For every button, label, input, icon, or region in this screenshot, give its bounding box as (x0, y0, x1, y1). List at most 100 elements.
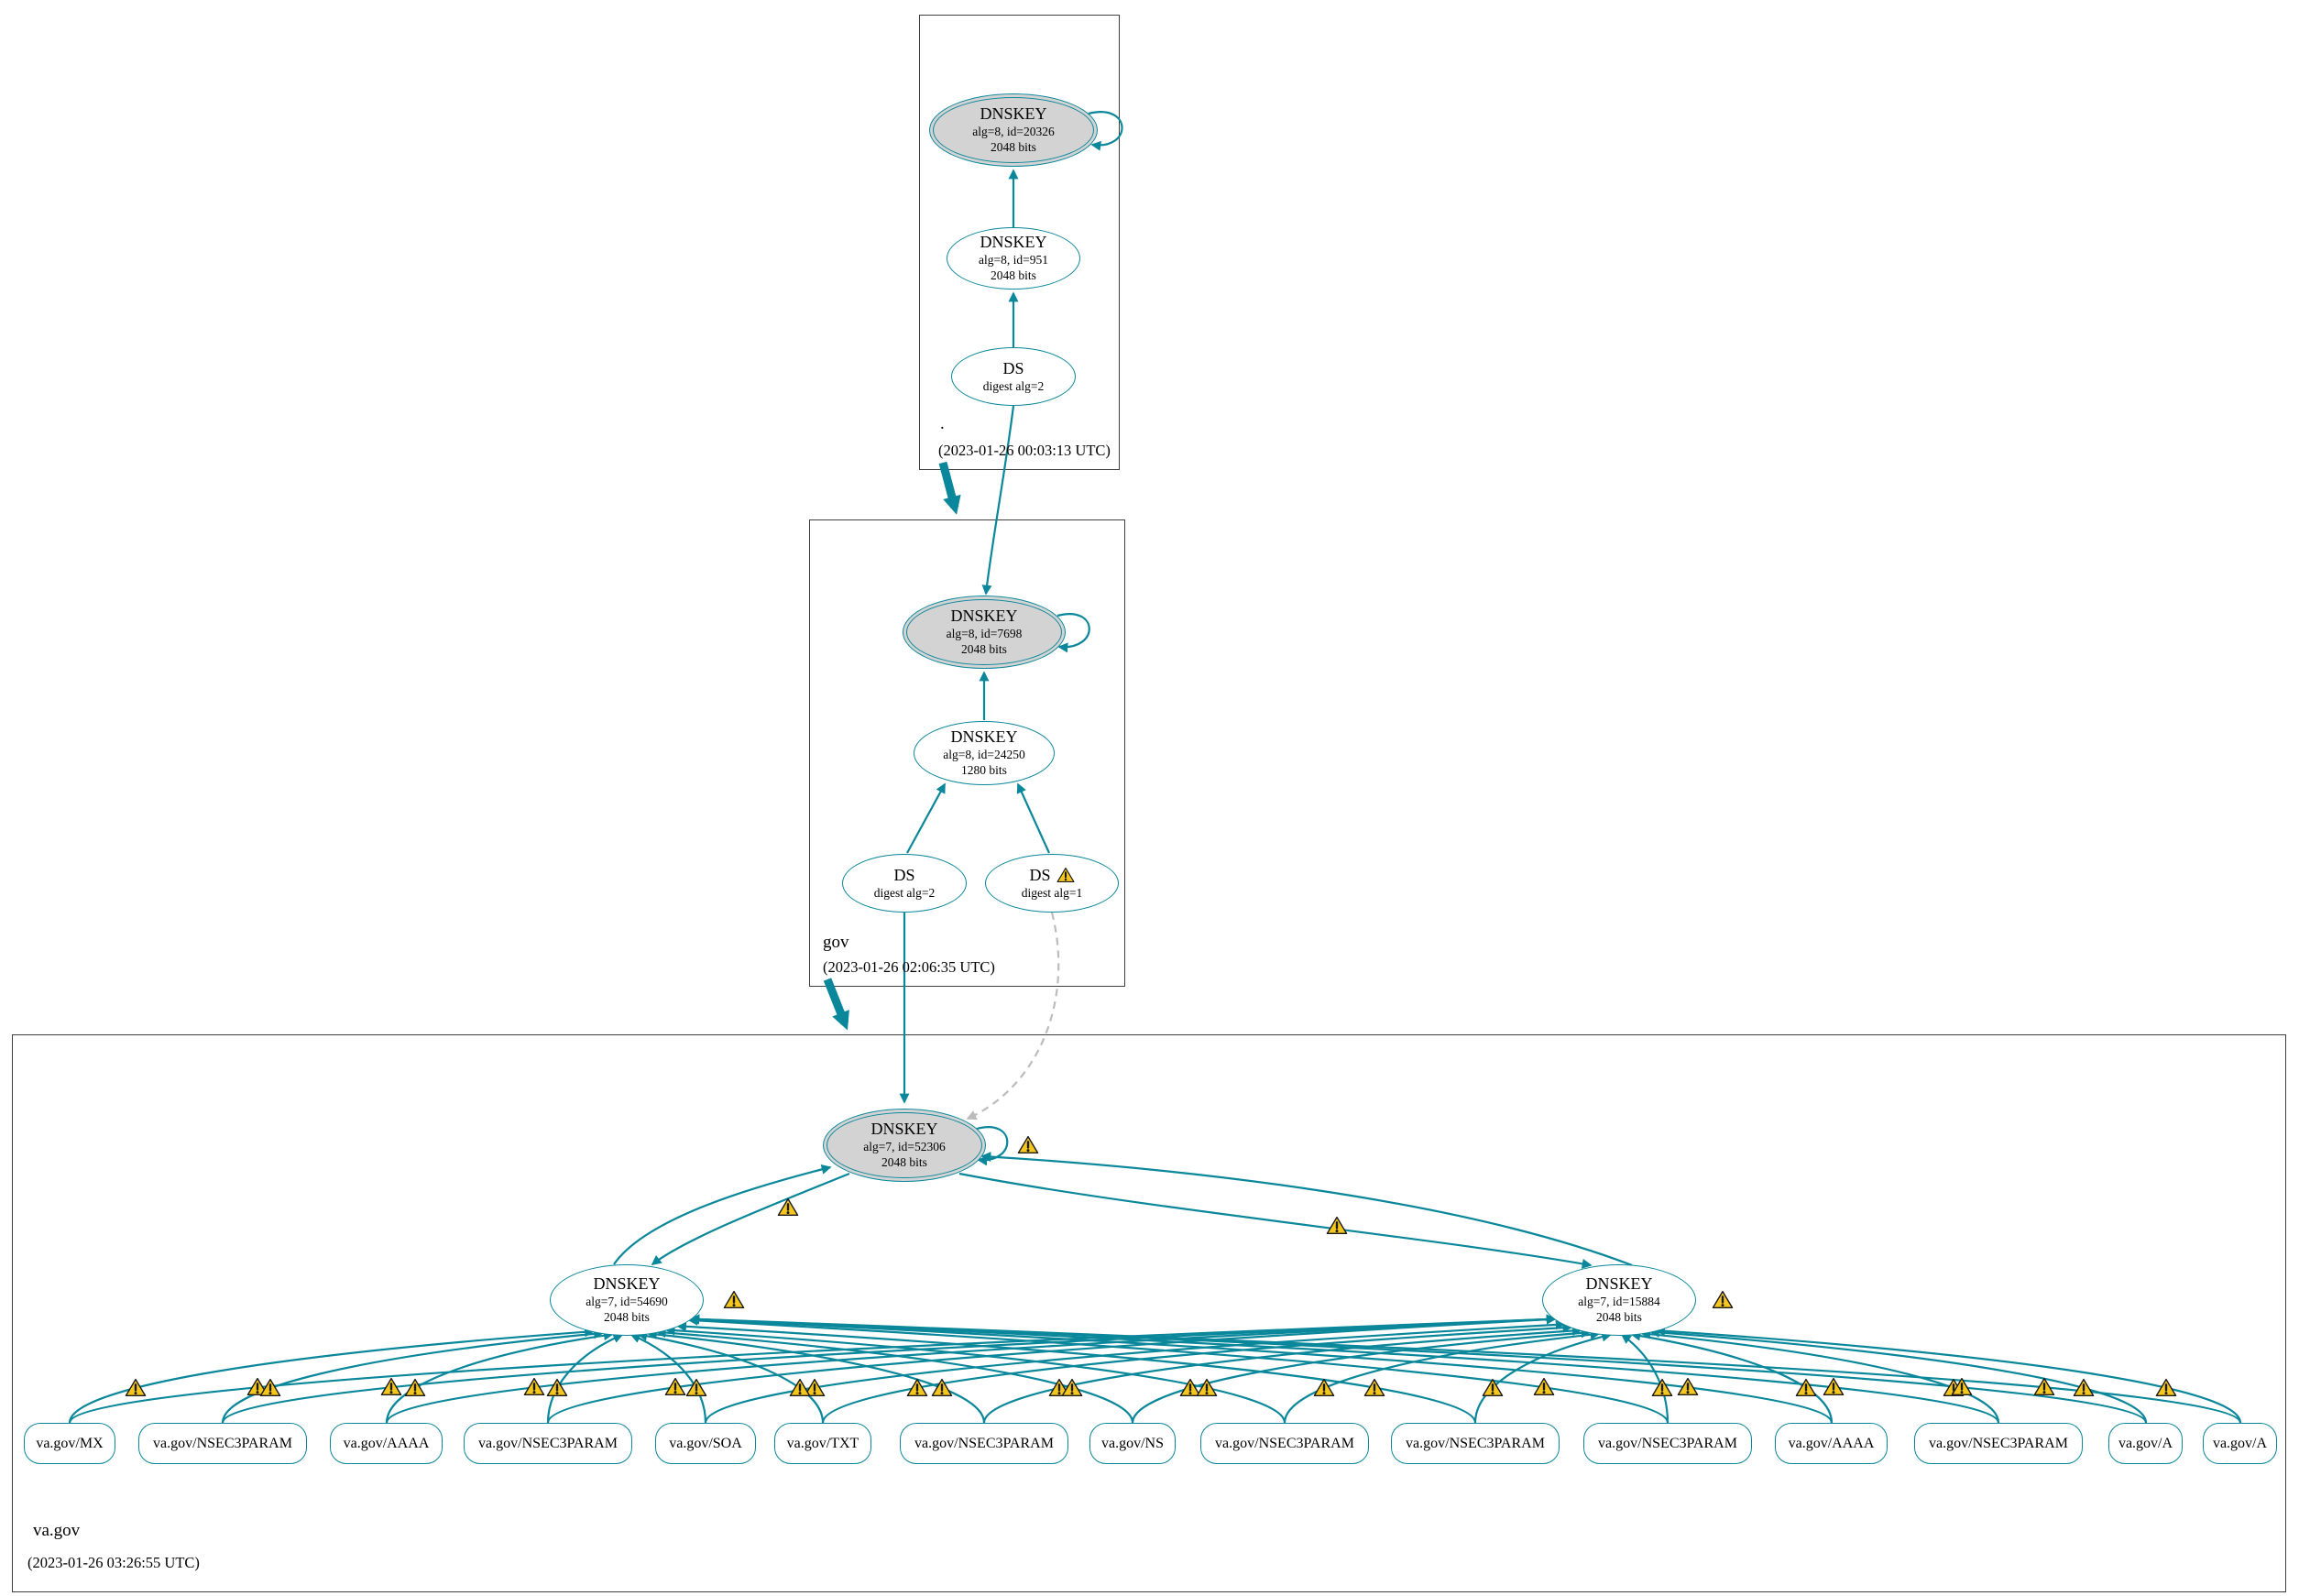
self-loop-edge (1088, 111, 1123, 151)
warning-icon (1326, 1216, 1348, 1235)
rrset-node[interactable]: va.gov/NSEC3PARAM (1583, 1423, 1752, 1464)
rrsig-edge (906, 782, 946, 854)
rrsig-edge (629, 1333, 707, 1424)
dnskey-node-root-ksk[interactable]: DNSKEY alg=8, id=20326 2048 bits (929, 93, 1098, 167)
warning-icon (1017, 1135, 1039, 1154)
rrsig-edge (689, 1314, 1834, 1424)
node-title: DNSKEY (593, 1274, 661, 1294)
warning-icon (1651, 1378, 1673, 1397)
rrsig-edge (221, 1314, 1557, 1424)
warning-icon (523, 1377, 545, 1396)
node-detail: alg=8, id=951 (979, 252, 1048, 267)
node-title: DNSKEY (870, 1120, 938, 1139)
rrset-label: va.gov/NSEC3PARAM (914, 1435, 1054, 1451)
rrsig-edge (1283, 1329, 1601, 1424)
node-bits: 2048 bits (1596, 1310, 1642, 1325)
rrset-node[interactable]: va.gov/MX (24, 1423, 115, 1464)
rrsig-edge (1620, 1334, 1670, 1424)
rrset-node[interactable]: va.gov/NSEC3PARAM (900, 1423, 1068, 1464)
warning-icon (1363, 1378, 1385, 1397)
node-bits: 2048 bits (881, 1155, 927, 1170)
warning-icon (2073, 1378, 2095, 1397)
warning-icon (1179, 1378, 1201, 1397)
rrset-node[interactable]: va.gov/NSEC3PARAM (138, 1423, 307, 1464)
rrset-node[interactable]: va.gov/AAAA (1775, 1423, 1888, 1464)
rrset-node[interactable]: va.gov/SOA (655, 1423, 756, 1464)
rrset-node[interactable]: va.gov/AAAA (330, 1423, 443, 1464)
rrset-node[interactable]: va.gov/NS (1089, 1423, 1176, 1464)
zone-label-gov: gov (823, 933, 849, 952)
rrsig-edge (637, 1330, 825, 1424)
rrset-node[interactable]: va.gov/A (2203, 1423, 2277, 1464)
rrset-node[interactable]: va.gov/NSEC3PARAM (1200, 1423, 1369, 1464)
warning-icon (1712, 1290, 1734, 1309)
dnskey-node-va-gov-zsk-left[interactable]: DNSKEY alg=7, id=54690 2048 bits (550, 1264, 704, 1336)
dnskey-node-gov-ksk[interactable]: DNSKEY alg=8, id=7698 2048 bits (903, 596, 1066, 669)
rrset-label: va.gov/NSEC3PARAM (1598, 1435, 1737, 1451)
delegation-arrow (823, 978, 849, 1031)
node-bits: 2048 bits (991, 140, 1036, 155)
zone-label-va-gov: va.gov (33, 1521, 81, 1540)
rrsig-edge (689, 1314, 2000, 1424)
rrsig-edge (675, 1321, 1477, 1424)
rrset-node[interactable]: va.gov/NSEC3PARAM (464, 1423, 632, 1464)
rrset-label: va.gov/AAAA (343, 1435, 430, 1451)
rrset-node[interactable]: va.gov/NSEC3PARAM (1391, 1423, 1560, 1464)
zone-timestamp-gov: (2023-01-26 02:06:35 UTC) (823, 958, 995, 976)
rrsig-edge (546, 1333, 624, 1424)
rrset-label: va.gov/TXT (786, 1435, 859, 1451)
warning-icon (546, 1378, 568, 1397)
rrsig-edge (651, 1172, 850, 1266)
warning-icon (1482, 1378, 1504, 1397)
rrsig-edge (68, 1327, 596, 1424)
node-detail: alg=7, id=54690 (586, 1294, 668, 1308)
node-title: DNSKEY (950, 727, 1018, 747)
node-detail: alg=7, id=52306 (863, 1139, 946, 1153)
zone-label-root: . (940, 414, 945, 433)
warning-icon (1313, 1378, 1335, 1397)
warning-icon (664, 1377, 686, 1396)
rrsig-edge (655, 1328, 1134, 1424)
ds-node-root[interactable]: DS digest alg=2 (951, 347, 1076, 406)
rrsig-edge (646, 1328, 986, 1424)
node-detail: digest alg=2 (982, 378, 1045, 393)
zone-timestamp-root: (2023-01-26 00:03:13 UTC) (938, 442, 1111, 459)
dnskey-node-va-gov-zsk-right[interactable]: DNSKEY alg=7, id=15884 2048 bits (1542, 1264, 1696, 1336)
zone-box-va-gov (12, 1034, 2286, 1592)
rrsig-edge (546, 1314, 1557, 1424)
rrset-label: va.gov/NS (1101, 1435, 1164, 1451)
rrset-node[interactable]: va.gov/NSEC3PARAM (1914, 1423, 2083, 1464)
warning-icon (723, 1290, 745, 1309)
warning-icon (931, 1378, 953, 1397)
rrsig-edge (221, 1328, 605, 1424)
node-bits: 2048 bits (961, 642, 1007, 657)
node-title: DS (1029, 865, 1051, 884)
node-title: DS (893, 865, 915, 884)
dnskey-node-root-zsk[interactable]: DNSKEY alg=8, id=951 2048 bits (947, 227, 1080, 290)
rrsig-edge (689, 1314, 2242, 1424)
rrset-node[interactable]: va.gov/A (2108, 1423, 2183, 1464)
ds-node-gov-alg2[interactable]: DS digest alg=2 (842, 854, 967, 913)
ds-node-gov-alg1[interactable]: DS digest alg=1 (985, 854, 1119, 913)
rrset-label: va.gov/NSEC3PARAM (1406, 1435, 1545, 1451)
warning-icon (380, 1377, 402, 1396)
warning-icon (259, 1378, 281, 1397)
rrset-label: va.gov/NSEC3PARAM (153, 1435, 292, 1451)
rrsig-edge (1473, 1331, 1613, 1424)
dnskey-node-va-gov-ksk[interactable]: DNSKEY alg=7, id=52306 2048 bits (823, 1109, 986, 1182)
node-detail: digest alg=2 (873, 885, 936, 900)
warning-icon (1056, 867, 1075, 883)
warning-icon (2155, 1378, 2177, 1397)
rrset-label: va.gov/AAAA (1788, 1435, 1875, 1451)
node-title: DNSKEY (1585, 1274, 1653, 1294)
rrset-label: va.gov/A (2212, 1435, 2268, 1451)
rrset-node[interactable]: va.gov/TXT (774, 1423, 871, 1464)
warning-icon (246, 1377, 268, 1396)
self-loop-edge (1056, 613, 1090, 653)
rrsig-edge (664, 1325, 1286, 1424)
ds-digest-edge-unsupported (966, 912, 1060, 1120)
warning-icon (1677, 1377, 1699, 1396)
dnskey-node-gov-zsk[interactable]: DNSKEY alg=8, id=24250 1280 bits (914, 721, 1055, 785)
warning-icon (804, 1378, 826, 1397)
